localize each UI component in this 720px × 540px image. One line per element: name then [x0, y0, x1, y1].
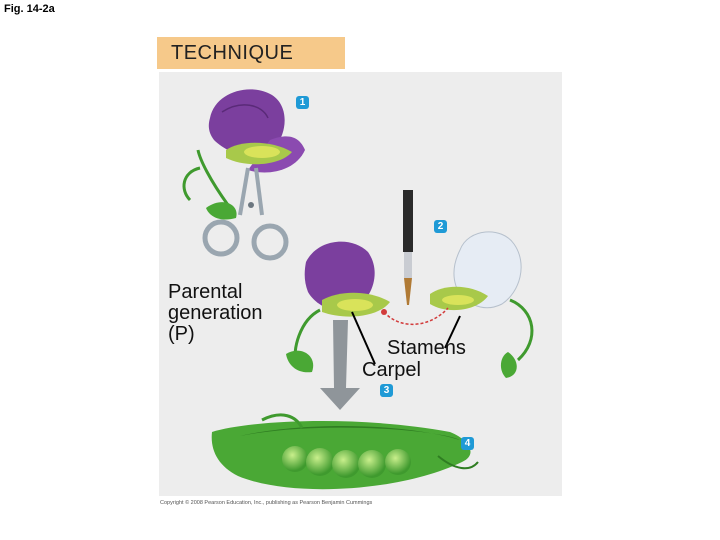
parental-label-line2: generation: [168, 302, 263, 324]
pea: [282, 446, 308, 472]
carpel-leader-line: [351, 311, 376, 365]
purple-flower-parent: [286, 241, 390, 373]
parental-generation-label: Parental generation (P): [168, 282, 263, 345]
parental-label-line1: Parental: [168, 281, 243, 303]
pea: [332, 450, 360, 478]
pea: [306, 448, 334, 476]
scissors: [202, 167, 289, 261]
step-badge-3: 3: [380, 384, 393, 397]
technique-header: TECHNIQUE: [157, 37, 345, 69]
progression-arrow: [320, 320, 360, 410]
pollen-transfer-arc: [383, 307, 449, 325]
parental-label-line3: (P): [168, 323, 195, 345]
pea: [385, 449, 411, 475]
pollen-dot: [381, 309, 387, 315]
white-flower: [430, 231, 534, 378]
paintbrush: [403, 190, 413, 305]
technique-title: TECHNIQUE: [171, 42, 294, 64]
pea-pod: [211, 413, 479, 490]
step-badge-1: 1: [296, 96, 309, 109]
figure-label: Fig. 14-2a: [4, 3, 55, 15]
purple-flower-top: [182, 89, 305, 220]
stamens-label: Stamens: [387, 337, 466, 359]
step-badge-2: 2: [434, 220, 447, 233]
stamens-leader-line: [444, 315, 461, 349]
pea: [358, 450, 386, 478]
copyright-notice: Copyright © 2008 Pearson Education, Inc.…: [160, 500, 373, 506]
step-badge-4: 4: [461, 437, 474, 450]
carpel-label: Carpel: [362, 359, 421, 381]
